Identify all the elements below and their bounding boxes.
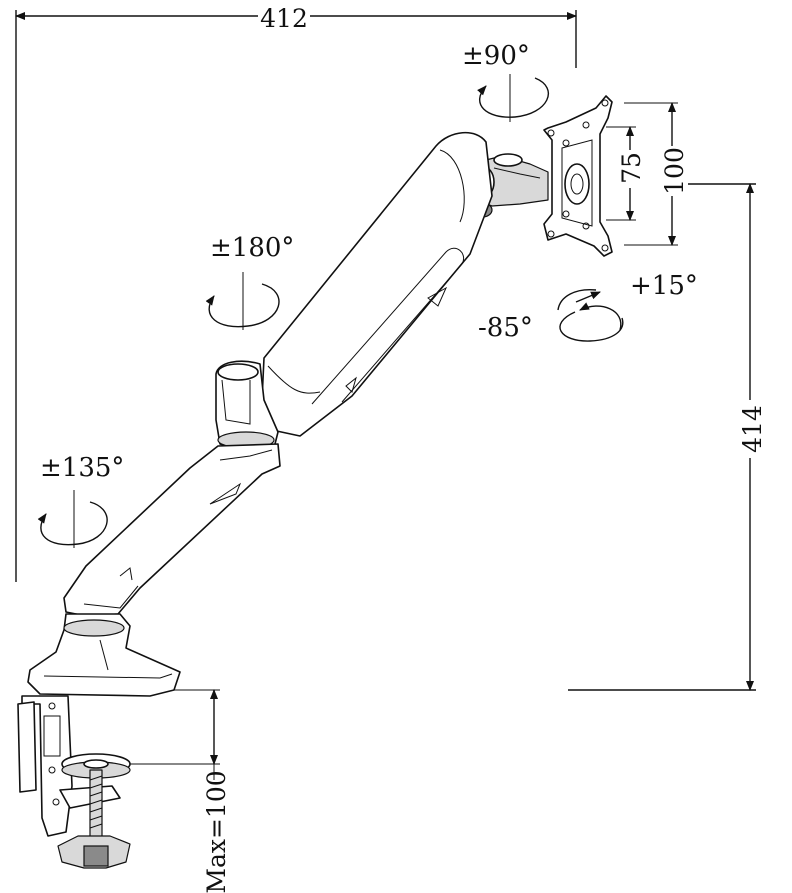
vesa-75-dimension: 75: [606, 126, 646, 221]
upper-arm: [261, 131, 493, 437]
reach-dimension: 412: [15, 2, 577, 582]
rotation-base-joint: ±135°: [37, 453, 124, 548]
elbow-joint: [215, 360, 279, 453]
base-joint-label: ±135°: [40, 453, 124, 483]
vesa-100-label: 100: [660, 147, 689, 195]
arm-joint-label: ±180°: [210, 233, 294, 263]
rotation-swivel-top: ±90°: [462, 41, 549, 122]
base-assembly: [27, 613, 181, 697]
clamp-dimension: Max=100: [130, 689, 231, 893]
height-label: 414: [738, 405, 767, 453]
rotation-arm-joint: ±180°: [205, 233, 294, 330]
tilt-down-label: -85°: [478, 313, 533, 343]
vesa-plate: [543, 95, 613, 257]
vesa-75-label: 75: [617, 152, 646, 184]
desk-clamp: [17, 695, 131, 869]
rotation-tilt: +15° -85°: [478, 271, 698, 343]
tilt-up-label: +15°: [630, 271, 698, 301]
clamp-max-label: Max=100: [202, 770, 231, 893]
height-dimension: 414: [568, 183, 767, 691]
swivel-top-label: ±90°: [462, 41, 530, 71]
reach-label: 412: [260, 4, 308, 33]
vesa-100-dimension: 100: [624, 102, 689, 246]
